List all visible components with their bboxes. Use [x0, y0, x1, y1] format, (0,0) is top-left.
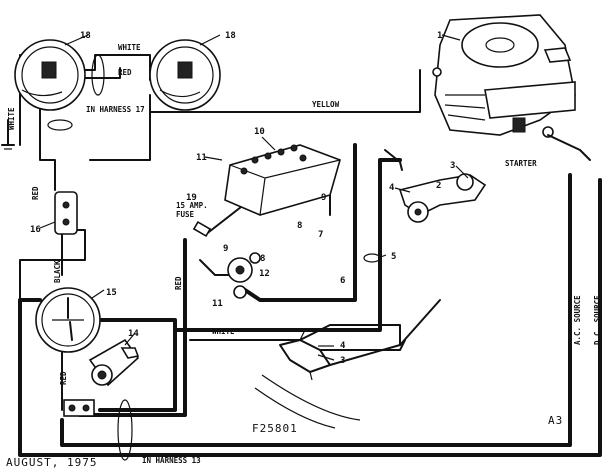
label-white-left: WHITE — [7, 107, 16, 130]
callout-5: 5 — [391, 252, 396, 262]
label-black: BLACK — [53, 260, 62, 283]
fuse-holder — [192, 220, 212, 238]
headlamp-left — [14, 39, 86, 111]
footer-date: AUGUST, 1975 — [6, 456, 97, 468]
diagram-footer: AUGUST, 1975 F25801 A3 — [6, 414, 563, 468]
headlamp-right — [149, 39, 221, 111]
figure-number: F25801 — [252, 422, 298, 435]
callout-7: 7 — [318, 230, 323, 240]
label-starter: STARTER — [505, 159, 537, 168]
label-ac-source: A.C. SOURCE — [573, 295, 582, 345]
callout-11a: 11 — [196, 153, 207, 163]
callout-leaders — [39, 34, 469, 361]
callout-6: 6 — [340, 276, 345, 286]
callout-11b: 11 — [212, 299, 223, 309]
label-red-middle: RED — [174, 276, 183, 290]
callout-8a: 8 — [297, 221, 302, 231]
callout-9b: 9 — [223, 244, 228, 254]
lift-lever-assembly — [254, 299, 441, 429]
callout-18b: 18 — [225, 31, 236, 41]
callout-19: 19 — [186, 193, 197, 203]
callout-16: 16 — [30, 225, 41, 235]
label-red-top: RED — [118, 68, 132, 77]
label-dc-source: D.C. SOURCE — [593, 295, 602, 345]
battery — [224, 144, 341, 216]
callout-9a: 9 — [321, 193, 326, 203]
wire-labels: WHITE RED WHITE YELLOW RED BLACK RED RED… — [7, 43, 602, 465]
callout-10: 10 — [254, 127, 265, 137]
ground-symbol — [1, 119, 15, 150]
callout-8b: 8 — [260, 254, 265, 264]
label-white-middle: WHITE — [212, 327, 235, 336]
label-red-bottom: RED — [59, 371, 68, 385]
page-code: A3 — [548, 414, 563, 427]
callout-12: 12 — [259, 269, 270, 279]
callout-3b: 3 — [340, 356, 345, 366]
ignition-switch — [63, 338, 140, 417]
callout-1: 1 — [437, 31, 442, 41]
label-white-top: WHITE — [118, 43, 141, 52]
label-harness-13: IN HARNESS 13 — [142, 456, 201, 465]
label-harness-17: IN HARNESS 17 — [86, 105, 145, 114]
label-fuse: 15 AMP. FUSE — [176, 201, 212, 219]
connector-block — [54, 191, 78, 235]
engine — [432, 14, 576, 138]
callout-3a: 3 — [450, 161, 455, 171]
callout-2: 2 — [436, 181, 441, 191]
ammeter — [35, 287, 101, 353]
callout-4a: 4 — [389, 183, 395, 193]
callout-15: 15 — [106, 288, 117, 298]
label-red-left: RED — [31, 186, 40, 200]
rectifier-assembly — [384, 149, 487, 223]
label-yellow: YELLOW — [312, 100, 340, 109]
callout-4b: 4 — [340, 341, 346, 351]
starter-solenoid — [227, 252, 261, 299]
